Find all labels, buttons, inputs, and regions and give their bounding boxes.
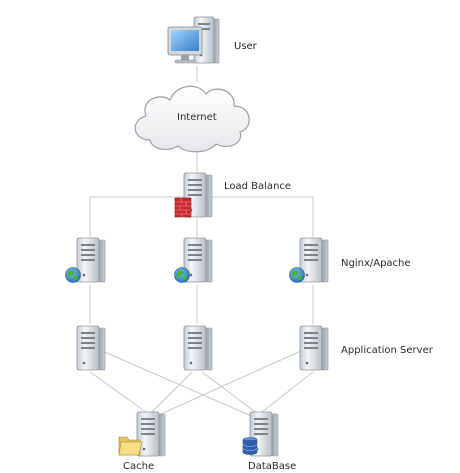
app-server-mid — [183, 325, 213, 371]
line-app-right-db — [261, 371, 314, 413]
internet-label: Internet — [177, 112, 217, 123]
web-server-left — [65, 237, 106, 283]
load-balancer-server — [174, 172, 213, 218]
database-icon — [242, 437, 258, 455]
firewall-icon — [174, 197, 192, 218]
load-balance-label: Load Balance — [224, 181, 292, 192]
line-app-right-cache — [151, 349, 304, 419]
folder-icon — [118, 436, 143, 456]
cache-server — [118, 411, 166, 457]
web-server-right — [289, 237, 329, 283]
web-server-mid — [174, 237, 213, 283]
internet-cloud — [134, 85, 250, 153]
database-label: DataBase — [248, 461, 297, 472]
web-tier-label: Nginx/Apache — [341, 258, 411, 269]
line-app-mid-db — [201, 371, 259, 415]
user-label: User — [234, 41, 257, 52]
cache-label: Cache — [123, 461, 155, 472]
connection-lines — [89, 66, 314, 419]
line-app-mid-cache — [149, 371, 193, 415]
user-workstation — [167, 16, 220, 64]
globe-icon — [289, 267, 305, 283]
app-server-right — [299, 325, 329, 371]
monitor-icon — [167, 26, 203, 64]
globe-icon — [174, 267, 190, 283]
line-app-left-db — [99, 349, 257, 419]
app-server-left — [76, 325, 106, 371]
line-app-left-cache — [89, 371, 147, 413]
globe-icon — [65, 267, 81, 283]
app-tier-label: Application Server — [341, 345, 433, 356]
database-server — [242, 411, 279, 457]
